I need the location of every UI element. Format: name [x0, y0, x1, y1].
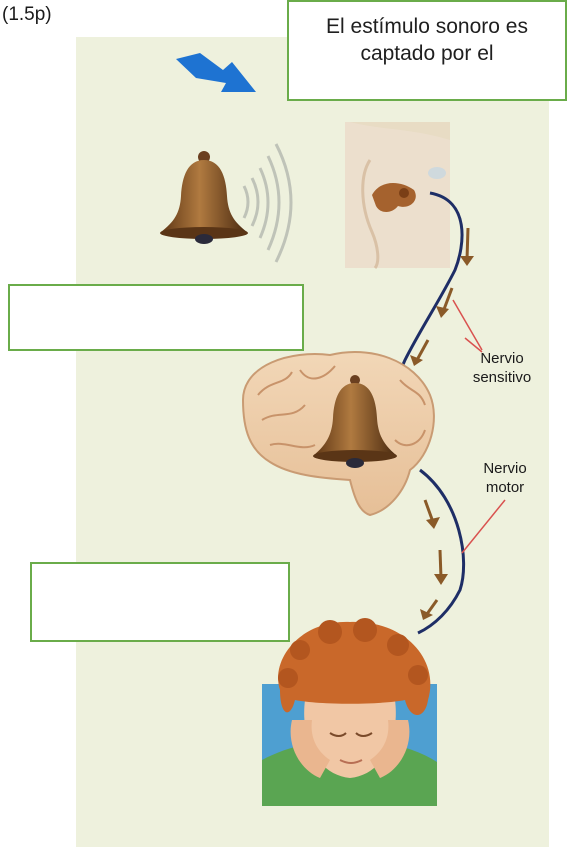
sound-arrow-icon — [176, 53, 256, 92]
motor-nerve-label: Nervio motor — [474, 459, 536, 497]
box-top-text: El estímulo sonoro es captado por el — [326, 15, 528, 65]
answer-box-top[interactable]: El estímulo sonoro es captado por el — [287, 0, 567, 101]
child-illustration — [262, 618, 437, 806]
answer-box-lower[interactable] — [30, 562, 290, 642]
motor-nerve-arrows — [420, 500, 448, 620]
motor-pointer-line — [462, 500, 505, 553]
answer-box-middle[interactable] — [8, 284, 304, 351]
bell-icon — [160, 151, 248, 244]
sound-waves-icon — [244, 144, 291, 262]
sensory-nerve-label: Nervio sensitivo — [462, 349, 542, 387]
sensory-pointer-line-2 — [453, 300, 482, 350]
